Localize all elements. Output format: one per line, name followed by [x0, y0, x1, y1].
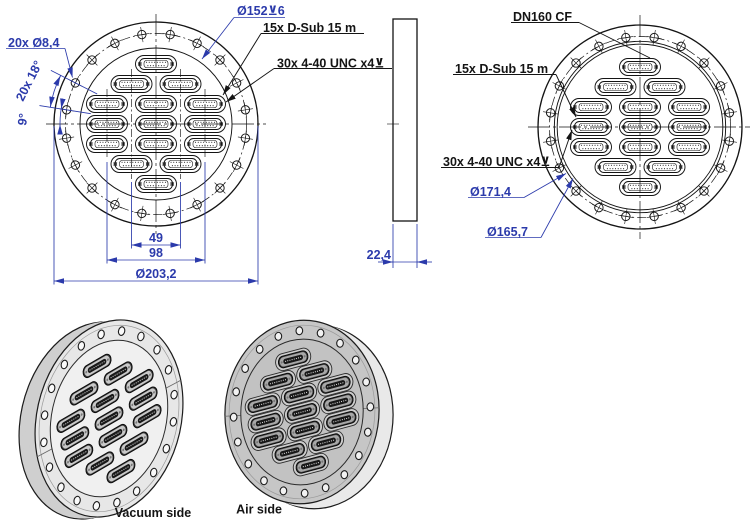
- label-unc-front: 30x 4-40 UNC x4⊻: [277, 57, 384, 71]
- rear-view: [528, 15, 750, 239]
- dim-bolt-holes: 20x Ø8,4: [8, 36, 59, 50]
- dim-pitch-49: 49: [149, 231, 163, 245]
- dim-seal-inner: Ø165,7: [487, 225, 528, 239]
- dim-angle-pitch: 20x 18°: [13, 58, 45, 103]
- label-air-side: Air side: [236, 503, 282, 517]
- side-view: [378, 18, 432, 268]
- dim-outer-diameter: Ø203,2: [135, 267, 176, 281]
- iso-vacuum-view: [2, 288, 201, 528]
- leader-holes: [64, 48, 73, 78]
- leader-dsub-rear: [555, 74, 577, 118]
- dim-pitch-98: 98: [149, 246, 163, 260]
- leader-d171: [523, 173, 567, 198]
- label-dsub-front: 15x D-Sub 15 m: [263, 21, 356, 35]
- dim-seal-outer: Ø171,4: [470, 185, 511, 199]
- annotations: Ø152⊻6 15x D-Sub 15 m 30x 4-40 UNC x4⊻ 2…: [6, 4, 651, 520]
- label-unc-rear: 30x 4-40 UNC x4⊻: [443, 155, 550, 169]
- iso-air-view: [211, 302, 406, 526]
- leader-dn160: [578, 22, 651, 59]
- dim-thickness: 22,4: [367, 248, 391, 262]
- dim-recess-depth: Ø152⊻6: [237, 4, 285, 18]
- label-dsub-rear: 15x D-Sub 15 m: [455, 62, 548, 76]
- label-vacuum-side: Vacuum side: [115, 506, 191, 520]
- front-view: [39, 14, 266, 285]
- leader-unc-rear: [558, 129, 573, 168]
- leader-unc-front: [225, 68, 275, 103]
- label-dn160: DN160 CF: [513, 10, 572, 24]
- leader-dsub-front: [222, 33, 262, 96]
- dim-angle-offset: 9°: [15, 112, 31, 126]
- leader-recess: [201, 17, 235, 60]
- leader-d165: [540, 178, 574, 238]
